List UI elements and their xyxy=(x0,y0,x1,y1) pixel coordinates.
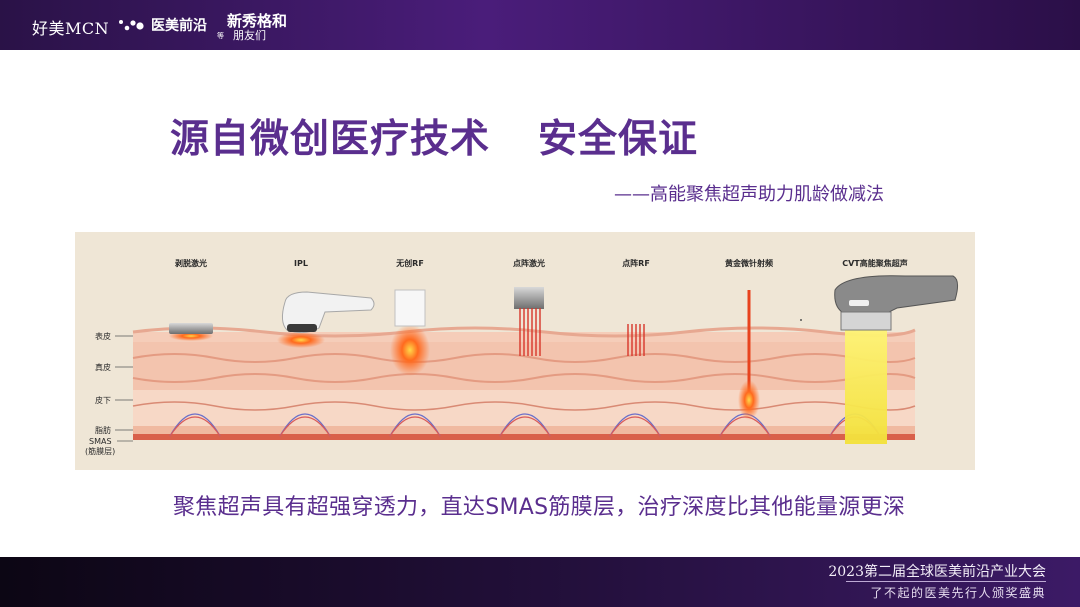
page-subtitle: ——高能聚焦超声助力肌龄做减法 xyxy=(614,184,884,205)
layer-label-dermis: 真皮 xyxy=(95,362,111,372)
layer-label-subcutaneous: 皮下 xyxy=(95,395,111,405)
skin-top-edge xyxy=(132,326,916,338)
slogan-top-text: 新秀格和 xyxy=(227,12,288,30)
skin-layers-diagram: 表皮 真皮 皮下 脂肪 SMAS (筋膜层) 剥脱激光 IPL 无创RF 点阵激… xyxy=(85,258,959,456)
yimei-qianyan-label: 医美前沿 xyxy=(151,18,207,34)
smas-layer xyxy=(133,434,915,440)
dots-wave-icon xyxy=(119,20,144,31)
slogan-mark-text: 等 xyxy=(217,32,224,40)
label-ablative-laser: 剥脱激光 xyxy=(175,258,207,268)
slogan-bottom-text: 朋友们 xyxy=(233,29,266,42)
label-gold-microneedle-rf: 黄金微针射频 xyxy=(725,258,773,268)
fractional-laser-device xyxy=(514,287,544,356)
skin-depth-illustration: 表皮 真皮 皮下 脂肪 SMAS (筋膜层) 剥脱激光 IPL 无创RF 点阵激… xyxy=(75,232,975,470)
gold-microneedle-rf-device xyxy=(738,290,760,420)
slogan-logo: 新秀格和 等 朋友们 xyxy=(217,10,287,44)
fat-layer xyxy=(133,426,915,434)
label-fractional-rf: 点阵RF xyxy=(622,258,650,268)
label-ipl: IPL xyxy=(294,259,308,268)
haomei-mcn-logo: 好美MCN xyxy=(32,19,110,38)
illustration-caption: 聚焦超声具有超强穿透力，直达SMAS筋膜层，治疗深度比其他能量源更深 xyxy=(173,495,906,520)
layer-label-fat: 脂肪 xyxy=(95,425,111,435)
layer-label-epidermis: 表皮 xyxy=(95,331,111,341)
label-noninvasive-rf: 无创RF xyxy=(395,258,424,268)
top-banner: 好美MCN 医美前沿 新秀格和 等 朋友们 xyxy=(0,0,1080,50)
label-cvt-hifu: CVT高能聚焦超声 xyxy=(842,258,908,268)
title-part-2: 安全保证 xyxy=(538,117,699,162)
fractional-rf-beams xyxy=(627,324,645,356)
subcutaneous-layer xyxy=(133,390,915,426)
layer-label-smas: SMAS xyxy=(89,437,112,446)
conference-divider xyxy=(846,581,1046,582)
layer-label-fascia: (筋膜层) xyxy=(85,446,115,456)
yimei-qianyan-logo: 医美前沿 xyxy=(118,15,207,35)
ipl-device xyxy=(277,291,375,348)
label-fractional-laser: 点阵激光 xyxy=(513,258,545,268)
cvt-hifu-device xyxy=(834,275,959,444)
ablative-laser-device xyxy=(169,323,213,341)
noninvasive-rf-device xyxy=(390,289,430,376)
decorative-dot xyxy=(800,319,802,321)
page-title: 源自微创医疗技术 安全保证 xyxy=(170,108,698,164)
conference-title: 2023第二届全球医美前沿产业大会 xyxy=(828,564,1046,580)
conference-slogan: 了不起的医美先行人颁奖盛典 xyxy=(870,586,1046,600)
title-part-1: 源自微创医疗技术 xyxy=(170,117,491,162)
bottom-banner: 2023第二届全球医美前沿产业大会 了不起的医美先行人颁奖盛典 xyxy=(0,557,1080,607)
